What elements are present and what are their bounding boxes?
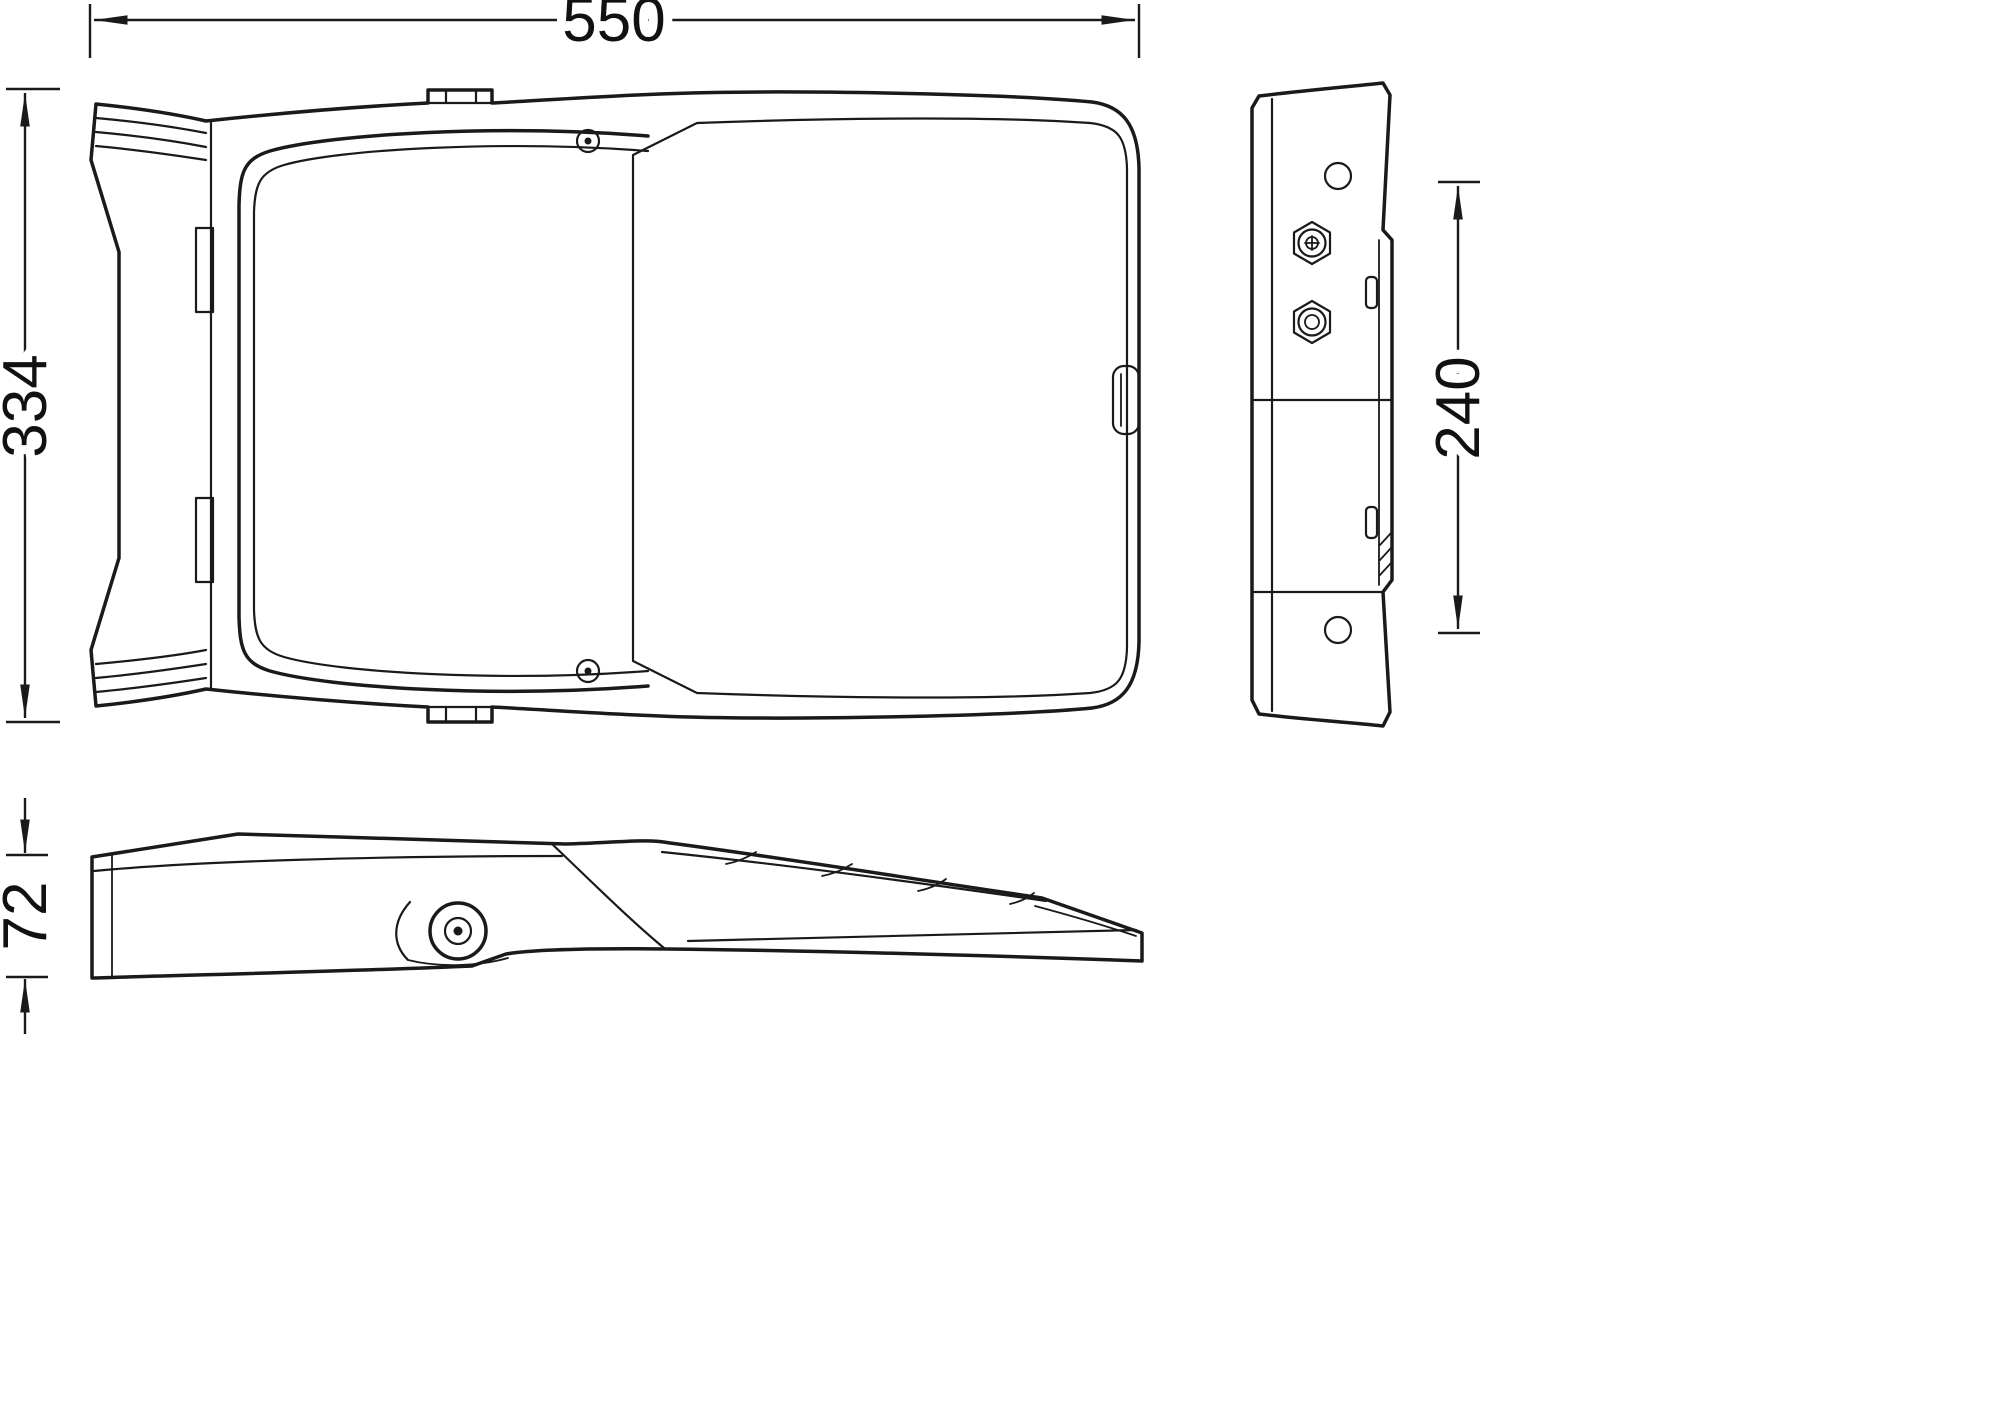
dim-550-extension-lines <box>88 4 1141 58</box>
bracket-curve-lines <box>94 116 208 694</box>
screw-bottom <box>575 658 601 684</box>
dim-72-extension-lines <box>6 853 48 979</box>
dim-240-label: 240 <box>1424 356 1493 459</box>
dimension-mounting-height: 240 <box>1415 180 1502 635</box>
pivot-outer-ring <box>428 901 488 961</box>
side-view <box>1250 81 1394 728</box>
arm-inner-line <box>92 854 564 873</box>
top-view <box>89 88 1141 724</box>
dim-550-label: 550 <box>562 0 665 55</box>
rib-arcs <box>725 851 1035 905</box>
pivot-bracket-arc <box>395 900 412 962</box>
pivot-center <box>453 926 463 936</box>
pivot-bracket-base <box>407 957 509 966</box>
dimension-overall-width: 550 <box>88 0 1141 64</box>
side-clip-top <box>1364 275 1379 310</box>
side-clip-bottom <box>1364 505 1379 540</box>
mount-hole-bottom <box>1323 615 1353 645</box>
dim-334-label: 334 <box>0 354 60 457</box>
cable-gland-hex-1 <box>1292 220 1332 266</box>
screw-top <box>575 128 601 154</box>
clamp-block-bottom <box>194 496 215 584</box>
side-seam-lines <box>1250 398 1394 594</box>
cable-gland-ring-2 <box>1297 307 1327 337</box>
top-view-outline <box>89 88 1141 724</box>
head-panel-outline <box>631 117 1129 699</box>
gasket-band-outer <box>237 128 650 694</box>
cable-gland-hex-2 <box>1292 299 1332 345</box>
gasket-band-inner <box>252 145 650 677</box>
profile-view <box>90 832 1144 980</box>
dimension-overall-height: 334 <box>0 87 69 724</box>
lens-line <box>686 928 1138 943</box>
rib-lower-line <box>660 850 1048 903</box>
side-hatch-lines <box>1379 532 1392 576</box>
cable-gland-cross-1 <box>1304 235 1320 251</box>
screw-bottom-center <box>584 667 592 675</box>
hinge-tab-bottom-lines <box>426 705 494 724</box>
hinge-tab-top-lines <box>426 88 494 105</box>
cable-gland-ring-1 <box>1297 228 1327 258</box>
cable-gland-core-2 <box>1304 314 1320 330</box>
profile-outline <box>90 832 1144 980</box>
head-arm-seam <box>550 842 666 950</box>
dimension-profile-thickness: 72 <box>0 798 69 1034</box>
dim-72-label: 72 <box>0 882 60 951</box>
clamp-block-top <box>194 226 215 314</box>
dim-240-extension-lines <box>1438 180 1480 635</box>
mount-hole-top <box>1323 161 1353 191</box>
screw-top-center <box>584 137 592 145</box>
dim-334-extension-lines <box>6 87 60 724</box>
tip-inner-line <box>1034 905 1137 937</box>
pivot-inner-ring <box>443 916 473 946</box>
latch-clip <box>1111 364 1141 436</box>
